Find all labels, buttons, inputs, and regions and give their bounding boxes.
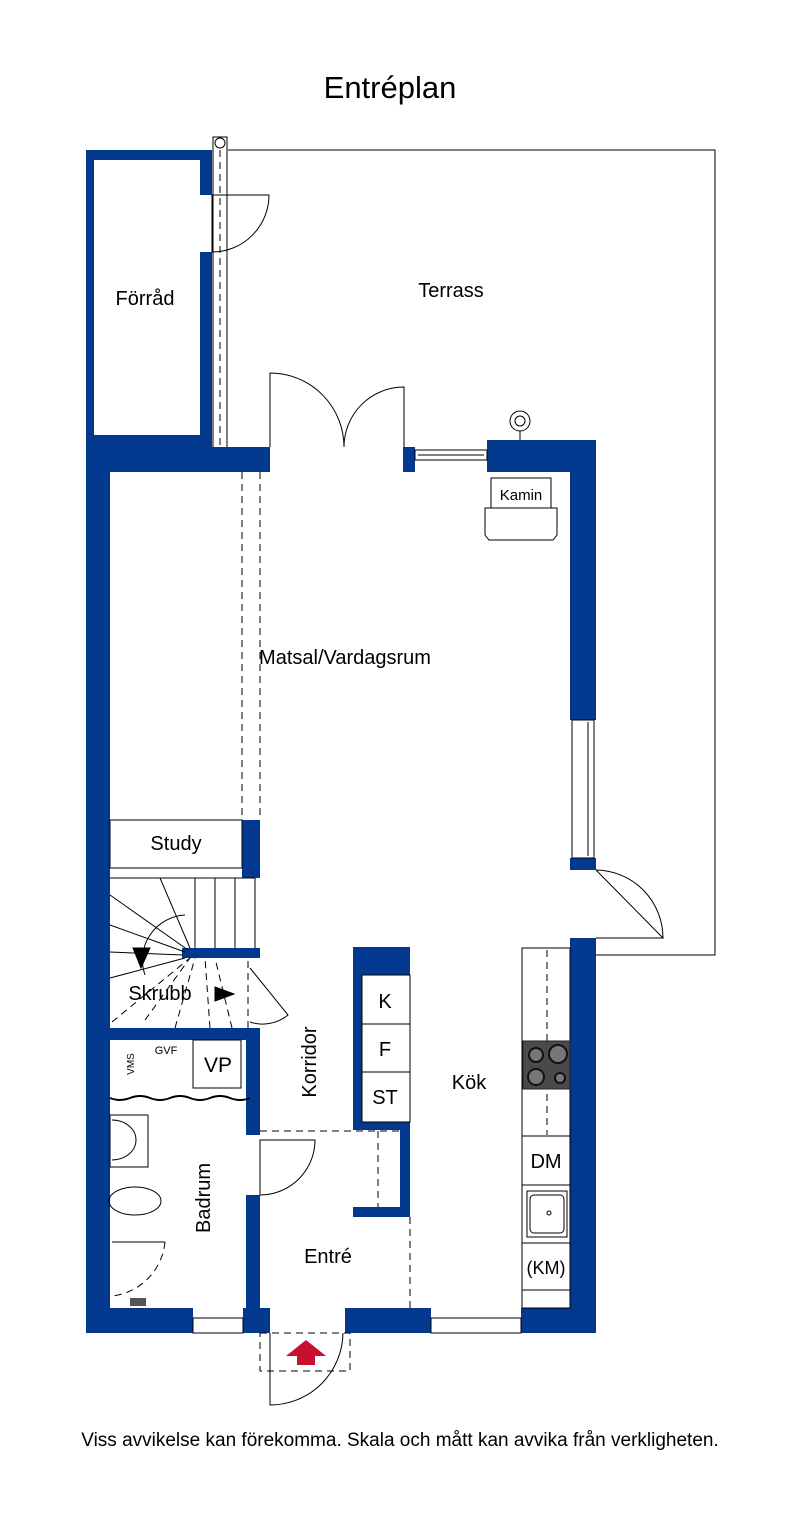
- pantry-column: [361, 974, 411, 1123]
- entrance-arrow-icon: [286, 1340, 326, 1365]
- room-label-entre: Entré: [304, 1246, 352, 1268]
- label-st: ST: [372, 1087, 398, 1109]
- staircase: [109, 877, 256, 1029]
- label-f: F: [379, 1039, 391, 1061]
- room-label-terrass: Terrass: [418, 280, 484, 302]
- study-desk: [109, 819, 243, 869]
- toilet-icon: [108, 1186, 162, 1216]
- room-label-korridor: Korridor: [299, 1026, 321, 1097]
- stair-arrow-icon: [214, 986, 236, 1002]
- sink-icon: [526, 1190, 568, 1238]
- room-label-skrubb: Skrubb: [128, 983, 191, 1005]
- stair-arrow-icon: [132, 947, 151, 970]
- label-km: (KM): [527, 1258, 566, 1278]
- room-label-badrum: Badrum: [193, 1163, 215, 1233]
- doors: [211, 194, 665, 1406]
- windows: [192, 449, 595, 1334]
- disclaimer: Viss avvikelse kan förekomma. Skala och …: [81, 1430, 719, 1451]
- label-vp: VP: [204, 1054, 232, 1077]
- label-k: K: [378, 991, 392, 1013]
- washbasin-icon: [109, 1114, 149, 1168]
- label-dm: DM: [530, 1151, 561, 1173]
- fireplace: [484, 410, 558, 541]
- label-vms: VMS: [126, 1053, 137, 1075]
- label-gvf: GVF: [155, 1045, 178, 1057]
- room-label-forrad: Förråd: [116, 288, 175, 310]
- walls: [86, 150, 596, 1333]
- post-icon: [214, 137, 226, 149]
- bathroom-fixtures: [108, 1039, 251, 1306]
- plan-title: Entréplan: [323, 70, 457, 105]
- room-label-kok: Kök: [452, 1072, 487, 1094]
- room-label-study: Study: [150, 833, 201, 855]
- room-label-matsal: Matsal/Vardagsrum: [259, 647, 431, 669]
- terrace-outline: [228, 149, 716, 956]
- kitchen-counter: [521, 947, 571, 1309]
- label-kamin: Kamin: [500, 487, 543, 504]
